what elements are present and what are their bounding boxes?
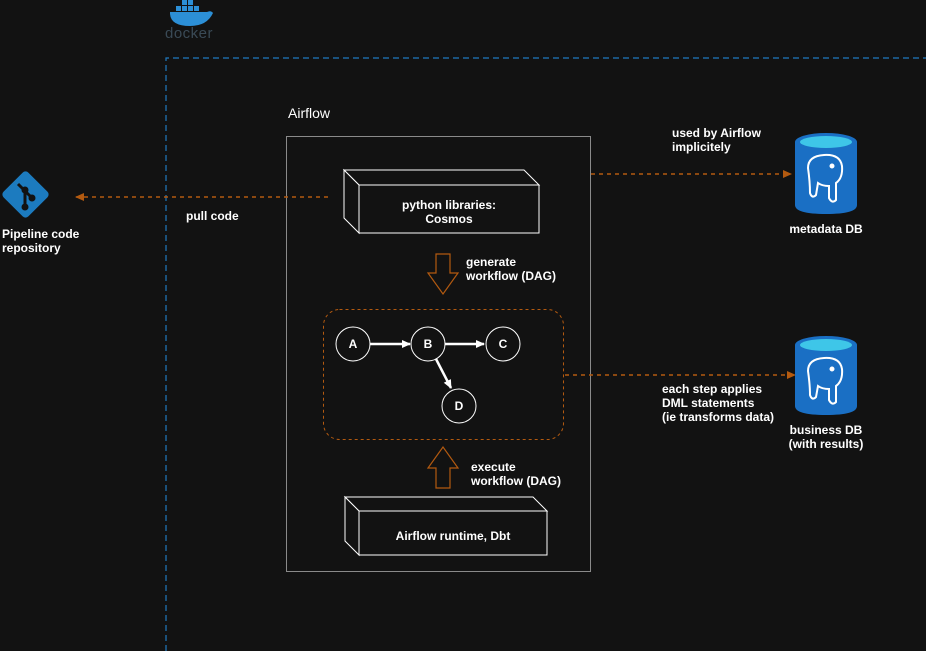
execute-arrow-icon — [426, 445, 460, 489]
docker-container-border — [165, 57, 926, 651]
postgres-elephant-icon — [806, 153, 844, 203]
python-libraries-label: python libraries: Cosmos — [401, 198, 496, 226]
metadata-db-icon[interactable] — [795, 133, 857, 214]
dag-node-c[interactable] — [485, 326, 521, 362]
airflow-container — [286, 136, 591, 572]
execute-label: execute workflow (DAG) — [471, 460, 561, 488]
postgres-elephant-icon — [806, 356, 844, 405]
dml-label: each step applies DML statements (ie tra… — [662, 382, 775, 424]
dag-node-b-label: B — [424, 337, 433, 351]
dag-node-c-label: C — [499, 337, 508, 351]
dag-node-d-label: D — [455, 399, 464, 413]
git-icon[interactable] — [1, 170, 50, 219]
used-by-airflow-label: used by Airflow implicitely — [672, 126, 761, 154]
airflow-title: Airflow — [288, 105, 331, 121]
business-db-label: business DB (with results) — [788, 423, 864, 451]
dag-node-d[interactable] — [441, 388, 477, 424]
airflow-runtime-box[interactable] — [343, 495, 549, 557]
pull-code-label: pull code — [186, 209, 239, 223]
dag-node-a-label: A — [349, 337, 358, 351]
generate-label: generate workflow (DAG) — [466, 255, 556, 283]
generate-arrow-icon — [426, 253, 460, 296]
dag-node-a[interactable] — [335, 326, 371, 362]
python-libraries-box[interactable] — [342, 168, 541, 235]
git-label: Pipeline code repository — [2, 227, 80, 255]
airflow-runtime-label: Airflow runtime, Dbt — [395, 529, 511, 543]
metadata-db-label: metadata DB — [789, 222, 863, 236]
docker-logo-icon — [170, 0, 213, 26]
dag-edge-b-d — [434, 358, 453, 389]
dag-container — [323, 309, 564, 440]
business-db-icon[interactable] — [795, 336, 857, 415]
dag-node-b[interactable] — [410, 326, 446, 362]
docker-label: docker — [165, 25, 214, 42]
